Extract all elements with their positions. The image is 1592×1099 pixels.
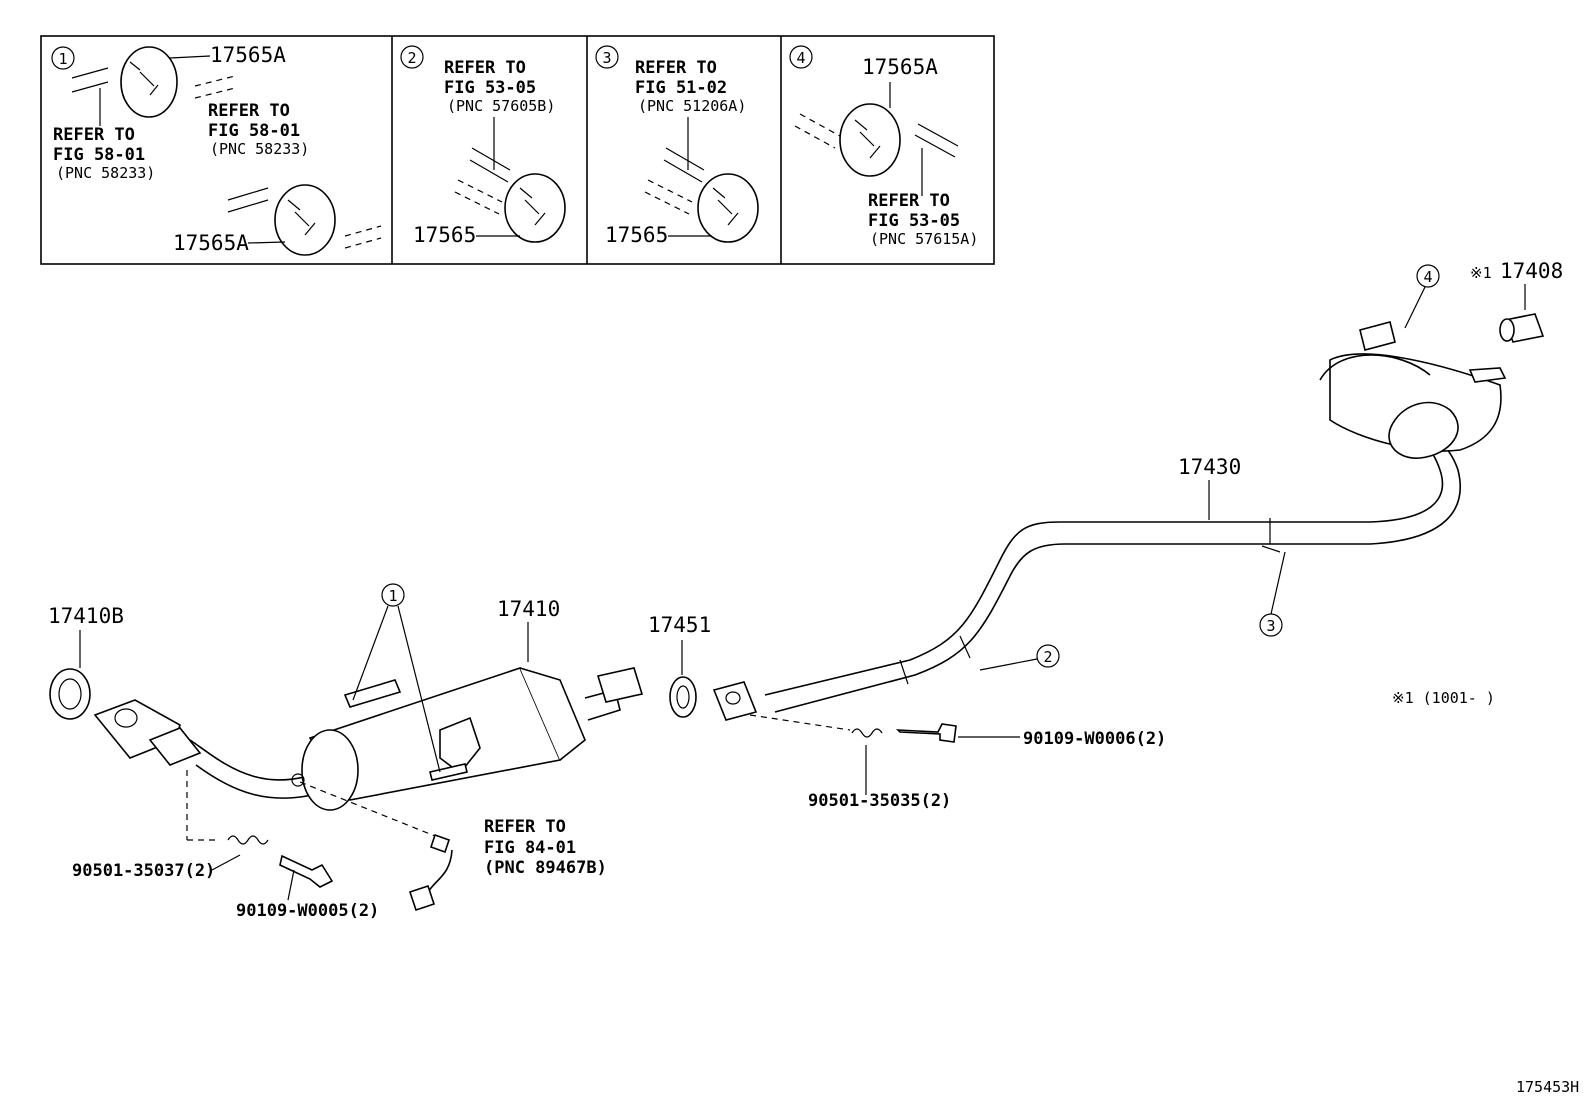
- part-label-17410b: 17410B: [48, 604, 124, 628]
- svg-text:2: 2: [407, 49, 416, 67]
- inset-4-ref-line3: (PNC 57615A): [870, 230, 978, 248]
- rubber-hanger-icon: [504, 173, 566, 243]
- svg-text:4: 4: [796, 49, 805, 67]
- callout-1: 1: [352, 583, 441, 773]
- callout-4: 4: [1404, 264, 1440, 329]
- gasket-17410b: 17410B: [48, 604, 124, 720]
- center-fasteners: 90109-W0006(2) 90501-35035(2): [749, 714, 1166, 811]
- inset-1-ref-b-line1: REFER TO: [208, 101, 290, 121]
- inset-3-number: 3: [595, 45, 619, 69]
- part-label-17451: 17451: [648, 613, 711, 637]
- callout-2: 2: [979, 644, 1060, 671]
- inset-4-ref-line2: FIG 53-05: [868, 211, 960, 231]
- bolt-front-label: 90109-W0005(2): [236, 901, 379, 921]
- inset-4-ref-line1: REFER TO: [868, 191, 950, 211]
- tail-pipe-17430: 17430: [712, 414, 1462, 721]
- rubber-hanger-icon: [839, 103, 901, 177]
- inset-panels: [40, 35, 995, 265]
- rubber-hanger-icon: [274, 184, 336, 256]
- inset-1-number: 1: [51, 46, 75, 70]
- inset-1-ref-b-line2: FIG 58-01: [208, 121, 300, 141]
- inset-2-ref-line2: FIG 53-05: [444, 78, 536, 98]
- inset-1: 1 17565A REFER TO FIG 58-01 (PNC 58233) …: [51, 43, 382, 256]
- part-label-17410: 17410: [497, 597, 560, 621]
- callout-3: 3: [1259, 551, 1286, 637]
- inset-1-ref-a-line1: REFER TO: [53, 125, 135, 145]
- spring-front-label: 90501-35037(2): [72, 861, 215, 881]
- inset-2-part: 17565: [413, 223, 476, 247]
- front-fasteners: 90501-35037(2) 90109-W0005(2): [72, 770, 379, 921]
- inset-3: 3 REFER TO FIG 51-02 (PNC 51206A) 17565: [595, 45, 759, 247]
- inset-1-part-bottom: 17565A: [173, 231, 249, 255]
- tail-tip-17408: ※1 17408: [1470, 259, 1563, 343]
- part-label-17430: 17430: [1178, 455, 1241, 479]
- inset-1-ref-a-line3: (PNC 58233): [56, 164, 155, 182]
- inset-2: 2 REFER TO FIG 53-05 (PNC 57605B) 17565: [400, 45, 566, 247]
- svg-text:3: 3: [1266, 617, 1275, 635]
- inset-4-part: 17565A: [862, 55, 938, 79]
- svg-text:4: 4: [1423, 268, 1432, 286]
- rubber-hanger-icon: [120, 46, 178, 118]
- spring-center-label: 90501-35035(2): [808, 791, 951, 811]
- oxygen-sensor: REFER TO FIG 84-01 (PNC 89467B): [299, 781, 607, 912]
- sensor-ref-line1: REFER TO: [484, 817, 566, 837]
- muffler: [1319, 321, 1507, 459]
- inset-1-part-top: 17565A: [210, 43, 286, 67]
- inset-2-number: 2: [400, 45, 424, 69]
- sensor-ref-line3: (PNC 89467B): [484, 858, 607, 878]
- svg-text:1: 1: [58, 50, 67, 68]
- svg-text:2: 2: [1043, 648, 1052, 666]
- part-label-17408: 17408: [1500, 259, 1563, 283]
- inset-3-ref-line3: (PNC 51206A): [638, 97, 746, 115]
- inset-4: 4 17565A REFER TO FIG 53-05 (PNC 57615A): [789, 45, 978, 248]
- svg-text:3: 3: [602, 49, 611, 67]
- inset-3-part: 17565: [605, 223, 668, 247]
- inset-2-ref-line1: REFER TO: [444, 58, 526, 78]
- inset-3-ref-line1: REFER TO: [635, 58, 717, 78]
- sensor-ref-line2: FIG 84-01: [484, 838, 576, 858]
- front-pipe-converter-17410: 17410: [93, 597, 644, 811]
- mark-17408: ※1: [1470, 264, 1492, 282]
- figure-id: 175453H: [1516, 1078, 1579, 1096]
- rubber-hanger-icon: [697, 173, 759, 243]
- inset-1-ref-b-line3: (PNC 58233): [210, 140, 309, 158]
- inset-3-ref-line2: FIG 51-02: [635, 78, 727, 98]
- bolt-center-label: 90109-W0006(2): [1023, 729, 1166, 749]
- svg-text:1: 1: [388, 587, 397, 605]
- gasket-17451: 17451: [648, 613, 711, 718]
- inset-4-number: 4: [789, 45, 813, 69]
- inset-1-ref-a-line2: FIG 58-01: [53, 145, 145, 165]
- footnote: ※1 (1001- ): [1392, 689, 1495, 707]
- inset-2-ref-line3: (PNC 57605B): [447, 97, 555, 115]
